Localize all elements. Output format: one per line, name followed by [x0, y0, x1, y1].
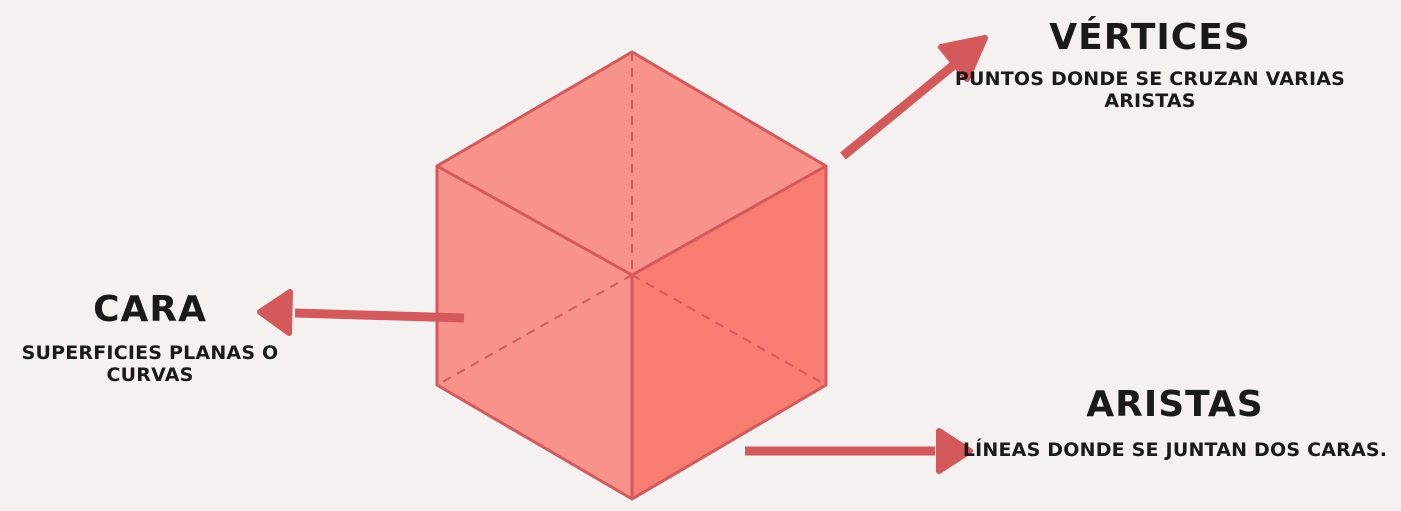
aristas-description: LÍNEAS DONDE SE JUNTAN DOS CARAS.	[955, 439, 1395, 461]
aristas-arrow	[745, 431, 970, 471]
cara-description: SUPERFICIES PLANAS O CURVAS	[0, 342, 300, 386]
aristas-title: ARISTAS	[955, 385, 1395, 425]
vertices-label: VÉRTICES PUNTOS DONDE SE CRUZAN VARIAS A…	[930, 18, 1370, 112]
cara-title: CARA	[0, 290, 300, 330]
cube	[437, 52, 826, 499]
vertices-title: VÉRTICES	[930, 18, 1370, 58]
cara-label: CARA SUPERFICIES PLANAS O CURVAS	[0, 290, 300, 386]
aristas-label: ARISTAS LÍNEAS DONDE SE JUNTAN DOS CARAS…	[955, 385, 1395, 461]
vertices-description: PUNTOS DONDE SE CRUZAN VARIAS ARISTAS	[930, 68, 1370, 112]
